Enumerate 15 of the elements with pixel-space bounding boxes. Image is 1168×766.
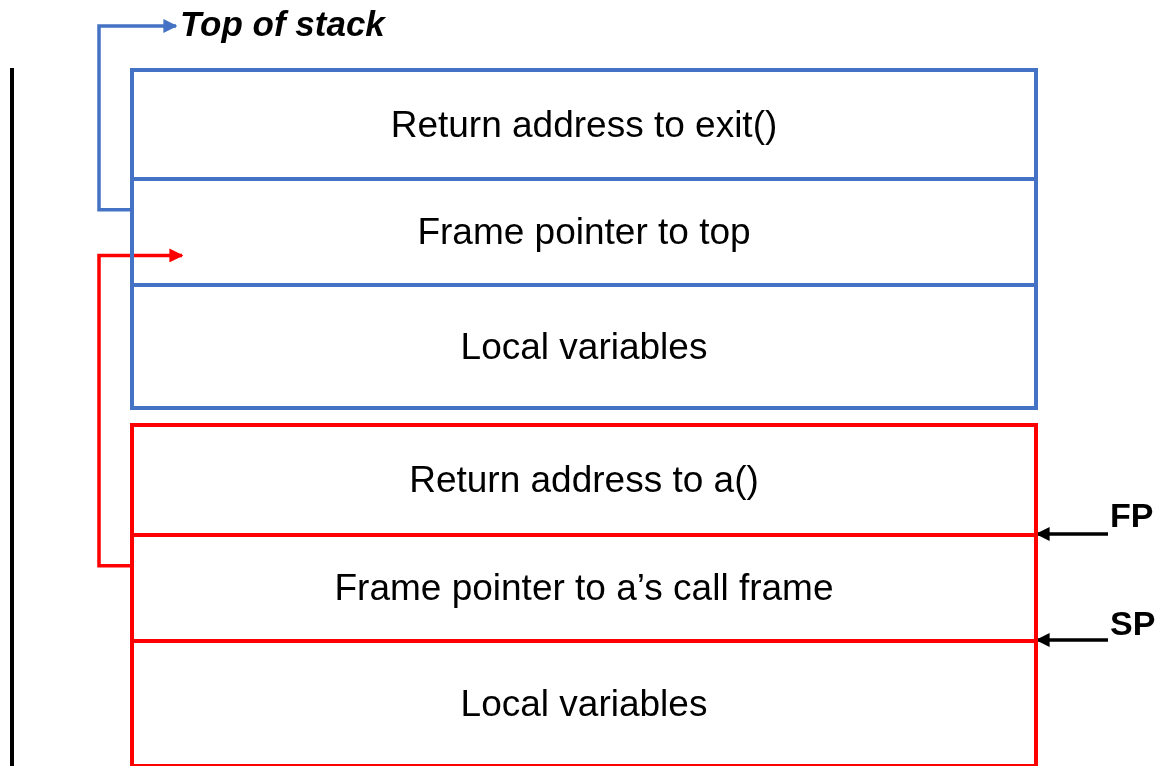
- register-label: FP: [1110, 496, 1154, 535]
- stack-slot: Return address to a(): [134, 427, 1034, 533]
- stack-slot: Local variables: [134, 283, 1034, 406]
- arrow: [97, 19, 178, 212]
- register-label: SP: [1110, 604, 1156, 643]
- stack-slot: Frame pointer to top: [134, 177, 1034, 283]
- stack-top-label: Top of stack: [180, 4, 385, 44]
- stack-slot: Local variables: [134, 639, 1034, 764]
- stack-frame: [130, 423, 1038, 766]
- stack-slot: Frame pointer to a’s call frame: [134, 533, 1034, 639]
- arrow: [1035, 633, 1108, 647]
- arrow: [97, 248, 184, 568]
- stack-slot: Return address to exit(): [134, 72, 1034, 177]
- stack-frame: [130, 68, 1038, 410]
- arrow: [1035, 527, 1108, 541]
